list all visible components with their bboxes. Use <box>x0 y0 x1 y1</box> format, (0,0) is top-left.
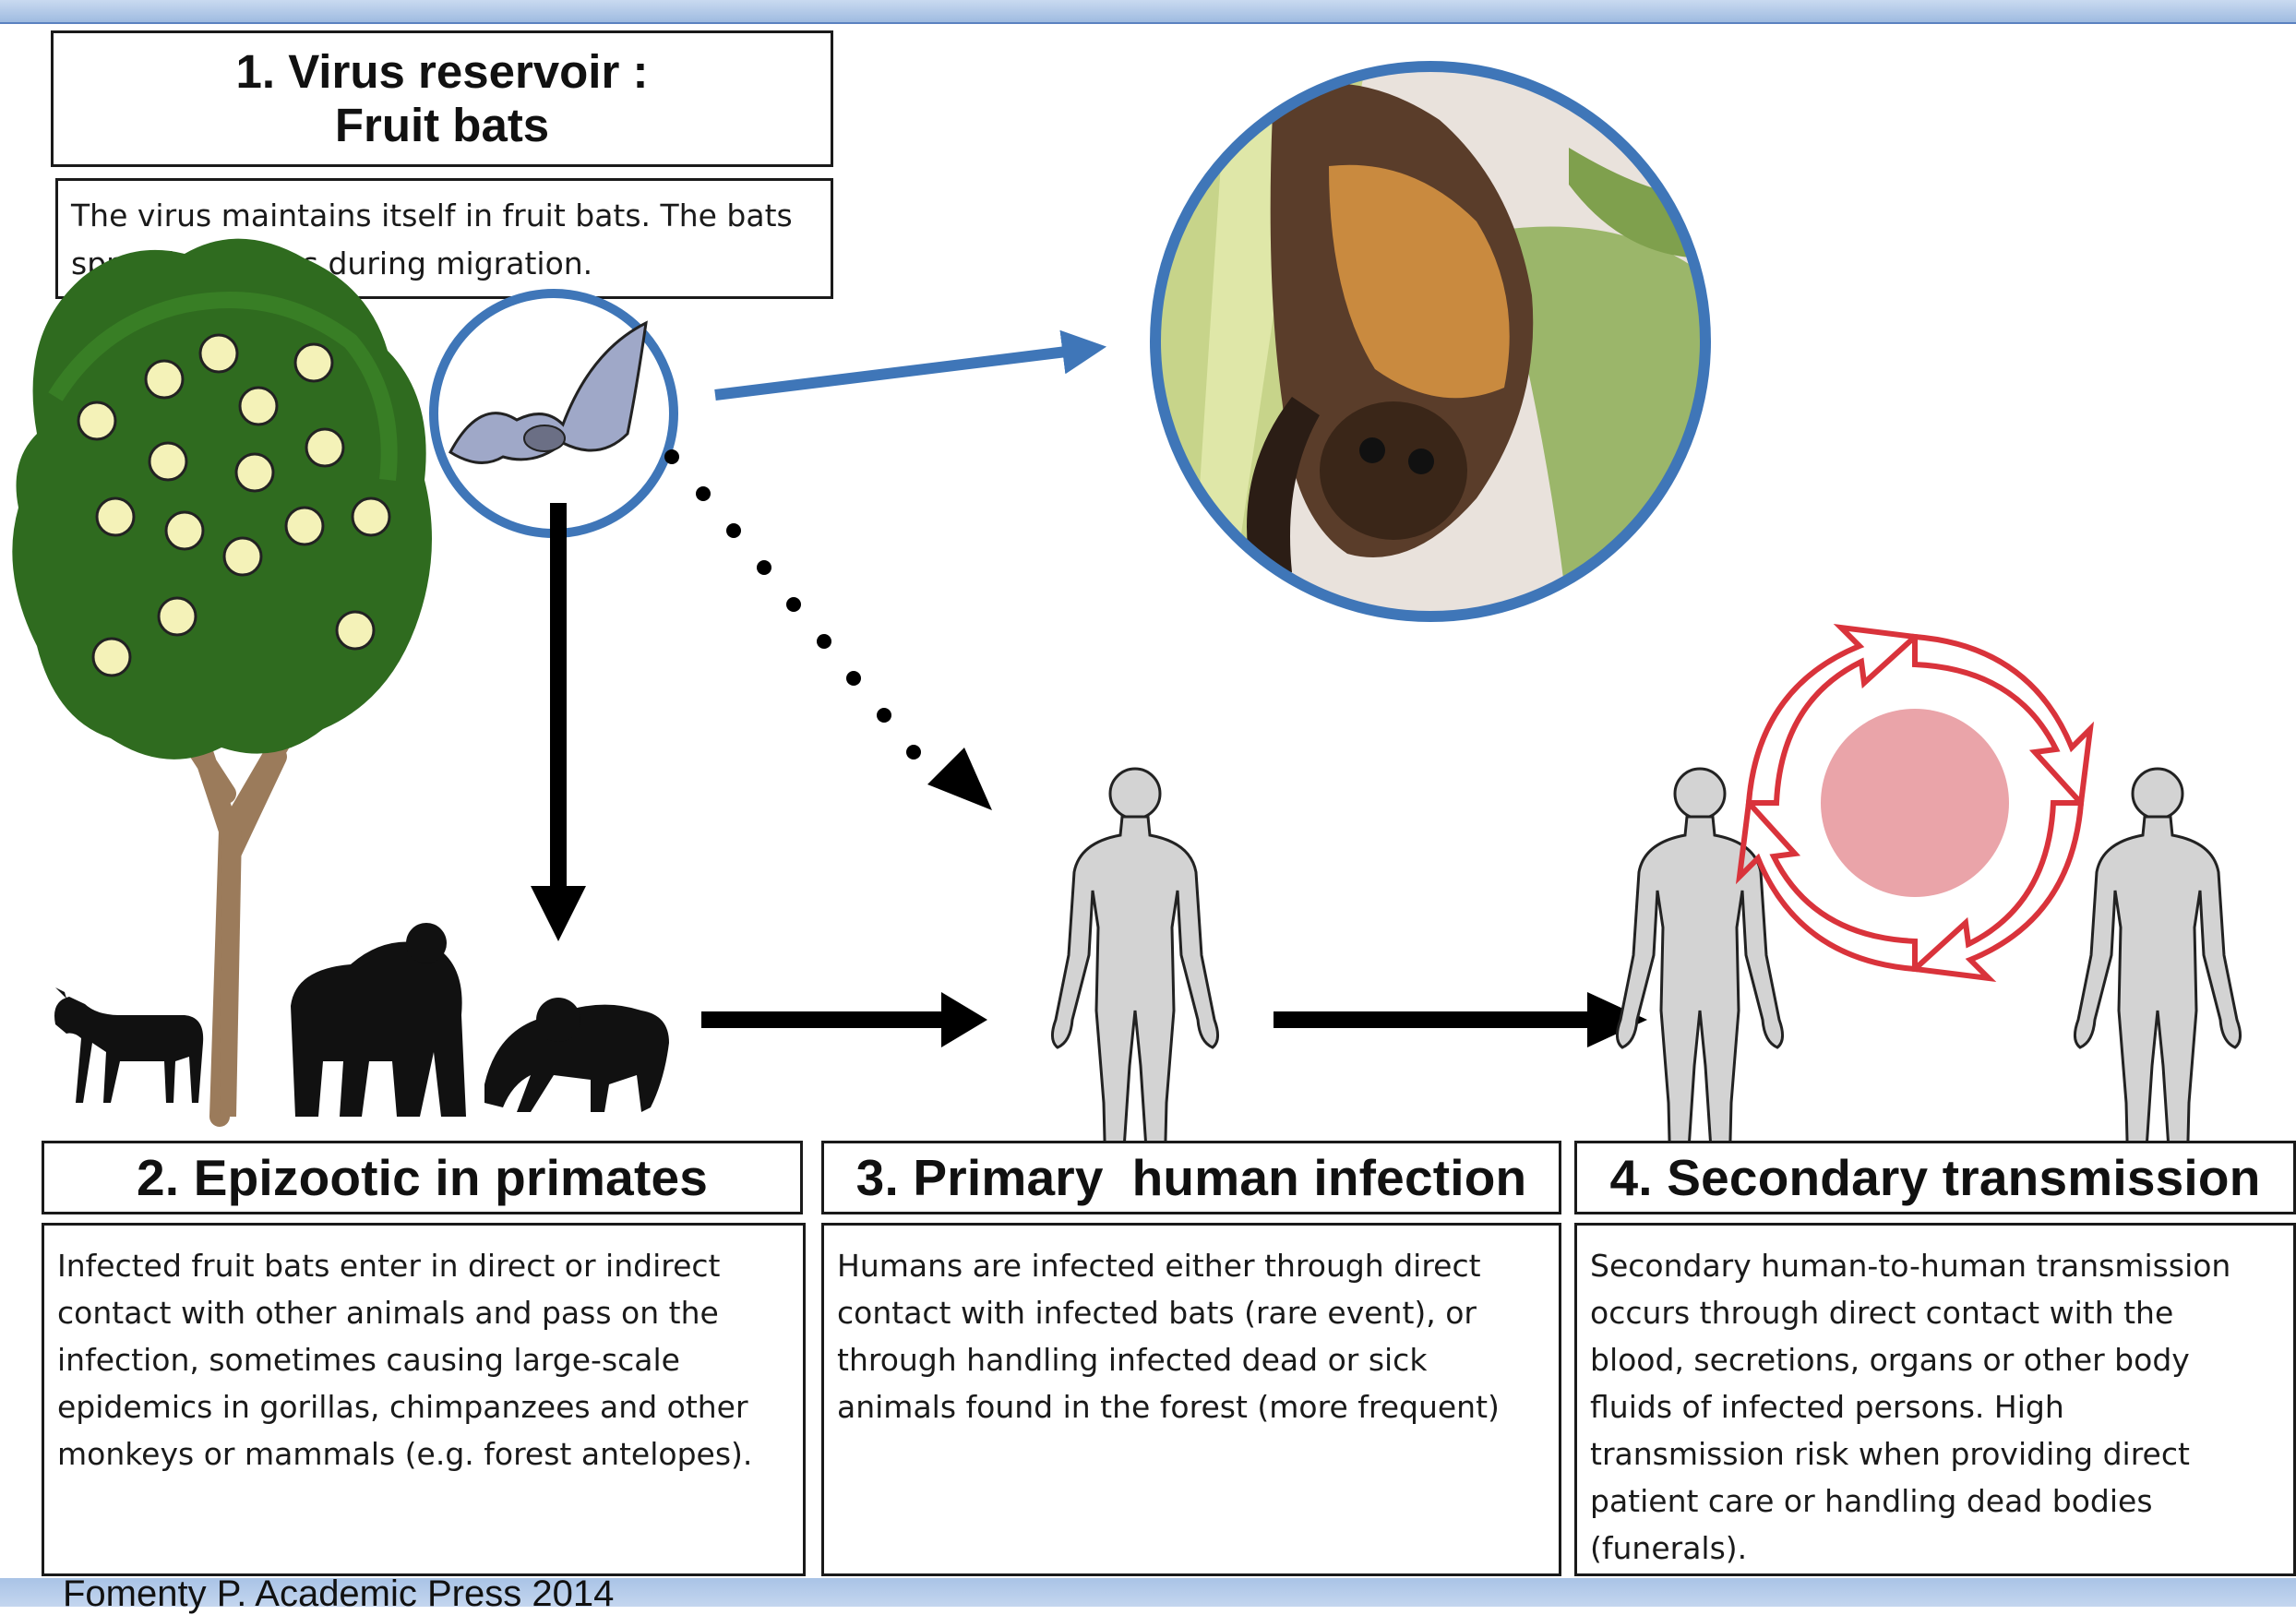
description-line: transmission risk when providing direct <box>1590 1430 2278 1477</box>
spiral-transmission-icon <box>1740 628 2090 978</box>
description-line: occurs through direct contact with the <box>1590 1289 2278 1336</box>
description-line: epidemics in gorillas, chimpanzees and o… <box>57 1383 788 1430</box>
stage4-title: 4. Secondary transmission <box>1610 1148 2261 1207</box>
description-line: infection, sometimes causing large-scale <box>57 1336 788 1383</box>
description-line: contact with infected bats (rare event),… <box>837 1289 1544 1336</box>
description-line: Humans are infected either through direc… <box>837 1242 1544 1289</box>
bat-photo <box>1154 65 1707 628</box>
bat-icon <box>434 293 674 533</box>
description-line: animals found in the forest (more freque… <box>837 1383 1544 1430</box>
zoom-arrow <box>715 349 1089 395</box>
description-line: blood, secretions, organs or other body <box>1590 1336 2278 1383</box>
stage3-description-box: Humans are infected either through direc… <box>821 1223 1561 1576</box>
description-line: fluids of infected persons. High <box>1590 1383 2278 1430</box>
description-line: patient care or handling dead bodies <box>1590 1477 2278 1525</box>
stage4-title-box: 4. Secondary transmission <box>1574 1141 2296 1214</box>
stage2-title-box: 2. Epizootic in primates <box>42 1141 803 1214</box>
stage2-title: 2. Epizootic in primates <box>137 1148 708 1207</box>
arrow-head <box>531 886 586 941</box>
description-line: through handling infected dead or sick <box>837 1336 1544 1383</box>
description-line: contact with other animals and pass on t… <box>57 1289 788 1336</box>
arrow-head <box>941 992 987 1047</box>
chimpanzee-icon <box>484 998 669 1112</box>
gorilla-icon <box>291 923 466 1117</box>
dotted-arrow-bat-to-human <box>664 449 992 810</box>
description-line: Secondary human-to-human transmission <box>1590 1242 2278 1289</box>
stage4-description-box: Secondary human-to-human transmission oc… <box>1574 1223 2296 1576</box>
citation: Fomenty P. Academic Press 2014 <box>63 1573 614 1615</box>
description-line: (funerals). <box>1590 1525 2278 1572</box>
stage2-description-box: Infected fruit bats enter in direct or i… <box>42 1223 806 1576</box>
antelope-icon <box>54 987 203 1103</box>
stage3-title: 3. Primary human infection <box>856 1148 1527 1207</box>
description-line: monkeys or mammals (e.g. forest antelope… <box>57 1430 788 1477</box>
description-line: Infected fruit bats enter in direct or i… <box>57 1242 788 1289</box>
stage3-title-box: 3. Primary human infection <box>821 1141 1561 1214</box>
